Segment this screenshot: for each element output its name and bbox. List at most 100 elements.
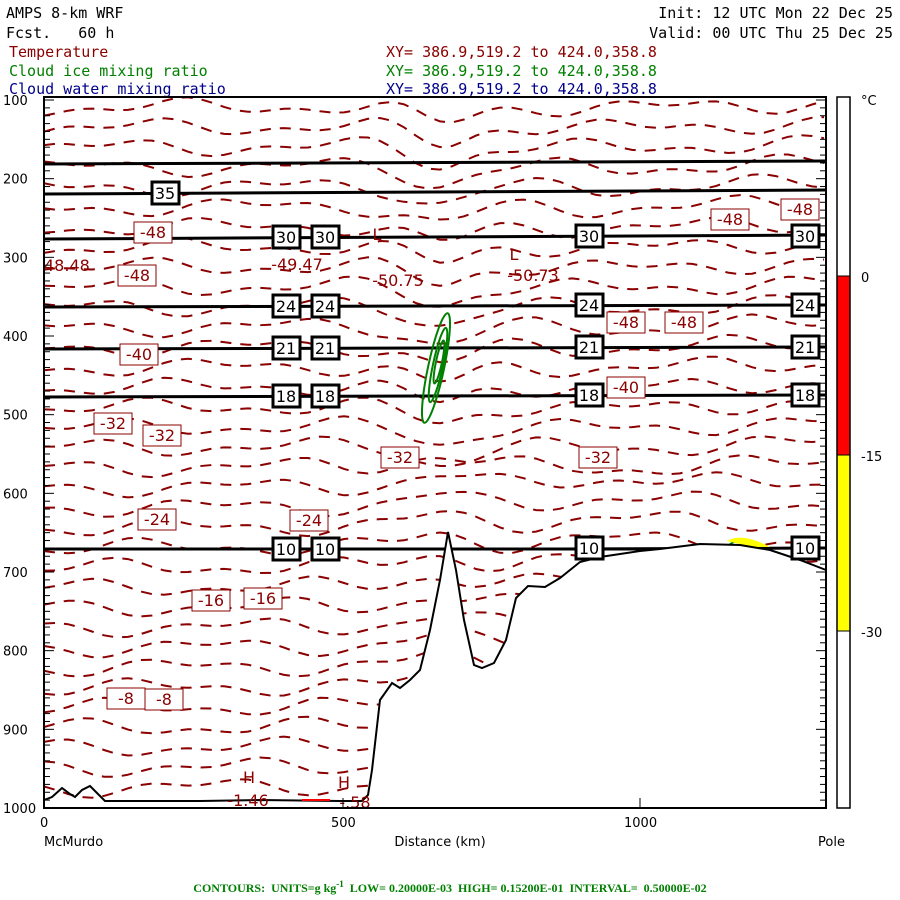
x-start-label: McMurdo bbox=[44, 835, 103, 850]
y-tick-900: 900 bbox=[3, 723, 28, 738]
temperature-contour bbox=[44, 294, 825, 327]
temperature-contour bbox=[44, 749, 825, 778]
colorbar-tick-0: 0 bbox=[861, 271, 869, 286]
label-box bbox=[606, 311, 646, 334]
label-box bbox=[574, 535, 605, 561]
label-text: -24 bbox=[144, 510, 170, 529]
label-box bbox=[310, 536, 341, 562]
temperature-contour bbox=[44, 134, 825, 171]
contour-label-18: 18 bbox=[271, 383, 302, 409]
label-text: -16 bbox=[250, 589, 276, 608]
label-text: 21 bbox=[315, 339, 335, 358]
temperature-contour bbox=[44, 509, 825, 538]
temperature-contour bbox=[44, 471, 825, 499]
label-box bbox=[574, 223, 605, 249]
label-text: 10 bbox=[315, 540, 335, 559]
contour-label-21: 21 bbox=[310, 335, 341, 361]
temperature-label: -48 bbox=[710, 208, 750, 231]
temperature-contour bbox=[44, 628, 825, 659]
label-text: 10 bbox=[795, 539, 815, 558]
label-text: 18 bbox=[579, 386, 599, 405]
contour-label-30: 30 bbox=[574, 223, 605, 249]
label-box bbox=[289, 509, 329, 532]
temperature-contour bbox=[44, 531, 825, 557]
y-tick-600: 600 bbox=[3, 487, 28, 502]
temperature-contour bbox=[44, 256, 825, 287]
temperature-contour bbox=[44, 194, 825, 221]
label-box bbox=[133, 221, 173, 244]
contour-label-18: 18 bbox=[310, 383, 341, 409]
temperature-contour bbox=[44, 647, 825, 678]
label-text: 18 bbox=[795, 386, 815, 405]
label-box bbox=[271, 536, 302, 562]
temperature-label: -16 bbox=[243, 587, 283, 610]
temperature-contour bbox=[44, 216, 825, 241]
extremum-value: -.58 bbox=[339, 793, 370, 812]
temperature-contour bbox=[44, 236, 825, 264]
label-box bbox=[271, 383, 302, 409]
contour-line-10 bbox=[44, 546, 826, 551]
temperature-contour bbox=[44, 376, 825, 404]
contour-label-24: 24 bbox=[310, 293, 341, 319]
temperature-label: -32 bbox=[142, 424, 182, 447]
label-text: -40 bbox=[126, 345, 152, 364]
contour-line-30 bbox=[43, 233, 827, 241]
contour-label-30: 30 bbox=[271, 224, 302, 250]
label-text: -48 bbox=[124, 266, 150, 285]
footer-units-exponent: -1 bbox=[336, 879, 344, 889]
label-box bbox=[790, 382, 821, 408]
cloud-ice-contour bbox=[420, 312, 452, 424]
y-tick-100: 100 bbox=[3, 94, 28, 109]
contour-label-18: 18 bbox=[574, 382, 605, 408]
init-time: Init: 12 UTC Mon 22 Dec 25 bbox=[658, 4, 893, 22]
label-box bbox=[790, 223, 821, 249]
temperature-contour bbox=[44, 454, 825, 479]
label-box bbox=[780, 198, 820, 221]
contour-label-10: 10 bbox=[790, 535, 821, 561]
extremum-value: -50.73 bbox=[507, 266, 559, 285]
contour-label-24: 24 bbox=[790, 292, 821, 318]
temperature-label: -24 bbox=[137, 508, 177, 531]
label-box bbox=[790, 535, 821, 561]
temperature-contour bbox=[44, 396, 825, 425]
y-tick-1000: 1000 bbox=[3, 802, 36, 817]
colorbar-white-top bbox=[837, 97, 850, 276]
label-text: 18 bbox=[276, 387, 296, 406]
label-box bbox=[574, 292, 605, 318]
label-box bbox=[578, 446, 618, 469]
label-text: 24 bbox=[276, 297, 296, 316]
colorbar-red bbox=[837, 276, 850, 455]
label-box bbox=[144, 688, 184, 711]
label-box bbox=[310, 383, 341, 409]
label-box bbox=[93, 412, 133, 435]
contour-label-24: 24 bbox=[271, 293, 302, 319]
label-text: 30 bbox=[276, 228, 296, 247]
y-tick-300: 300 bbox=[3, 251, 28, 266]
footer-units: CONTOURS: UNITS=g kg bbox=[193, 881, 336, 895]
label-text: -32 bbox=[149, 426, 175, 445]
label-text: 24 bbox=[315, 297, 335, 316]
contour-label-30: 30 bbox=[790, 223, 821, 249]
temperature-contour bbox=[44, 732, 825, 757]
legend-cloud-water: Cloud water mixing ratio bbox=[9, 80, 226, 98]
x-axis-title: Distance (km) bbox=[394, 835, 485, 850]
y-tick-500: 500 bbox=[3, 409, 28, 424]
cloud-ice-contour bbox=[432, 339, 446, 385]
label-text: 10 bbox=[579, 539, 599, 558]
temperature-label: -32 bbox=[578, 446, 618, 469]
contour-label-21: 21 bbox=[574, 334, 605, 360]
x-tick-0: 0 bbox=[40, 816, 48, 831]
temperature-contour bbox=[44, 153, 825, 190]
contour-label-21: 21 bbox=[790, 334, 821, 360]
extremum-value: -49.47 bbox=[271, 255, 323, 274]
label-text: 10 bbox=[276, 540, 296, 559]
temperature-label: -48 bbox=[133, 221, 173, 244]
label-text: 24 bbox=[579, 296, 599, 315]
label-box bbox=[574, 334, 605, 360]
label-text: 30 bbox=[795, 227, 815, 246]
temperature-contour bbox=[44, 435, 825, 468]
contour-label-10: 10 bbox=[271, 536, 302, 562]
extremum-value: -1.46 bbox=[227, 791, 268, 810]
y-tick-800: 800 bbox=[3, 645, 28, 660]
